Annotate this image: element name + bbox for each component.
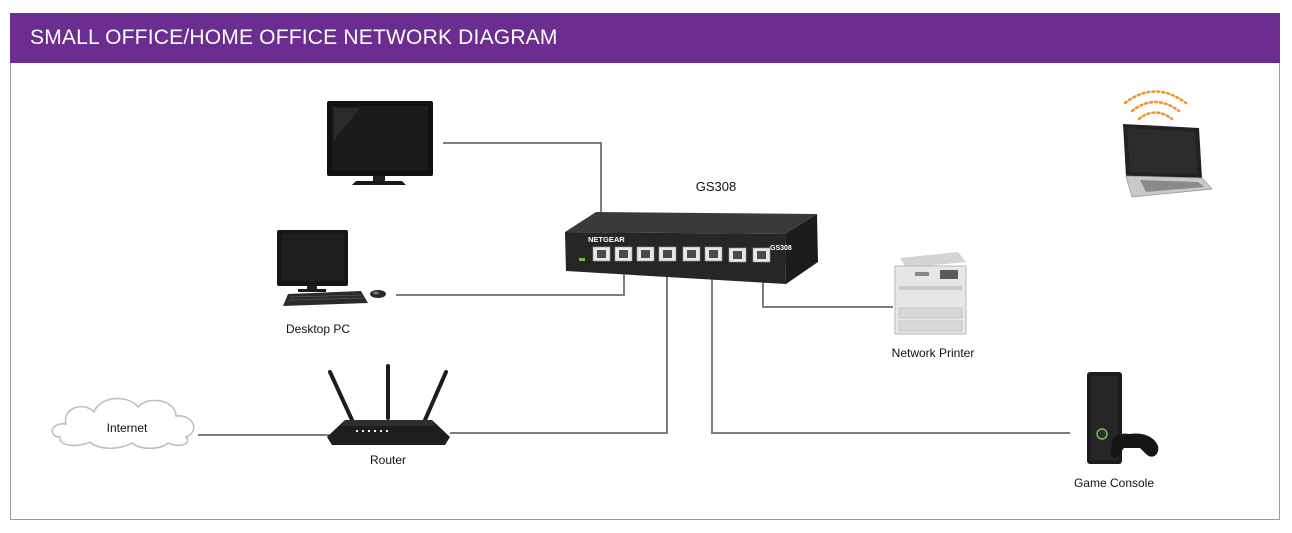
- desktop-pc-label: Desktop PC: [286, 322, 350, 336]
- router-icon: [327, 364, 450, 445]
- link-console-switch: [711, 262, 1070, 434]
- network-printer-icon: [894, 252, 967, 335]
- switch-model-print: GS308: [770, 245, 792, 252]
- wifi-signal-icon: [1123, 90, 1188, 121]
- link-router-switch: [450, 262, 668, 434]
- game-console-label: Game Console: [1074, 476, 1154, 490]
- switch-gs308-icon: NETGEAR GS308: [565, 212, 818, 284]
- tv-icon: [327, 101, 433, 185]
- internet-label: Internet: [107, 421, 148, 435]
- game-console-icon: [1087, 372, 1159, 464]
- switch-label: GS308: [696, 179, 736, 194]
- switch-brand: NETGEAR: [588, 235, 625, 244]
- laptop-icon: [1123, 124, 1213, 198]
- diagram-title: SMALL OFFICE/HOME OFFICE NETWORK DIAGRAM: [10, 13, 1280, 63]
- desktop-pc-icon: [277, 230, 386, 306]
- router-label: Router: [370, 453, 406, 467]
- internet-cloud-icon: [51, 397, 195, 449]
- link-tv-switch: [443, 142, 602, 240]
- network-printer-label: Network Printer: [892, 346, 975, 360]
